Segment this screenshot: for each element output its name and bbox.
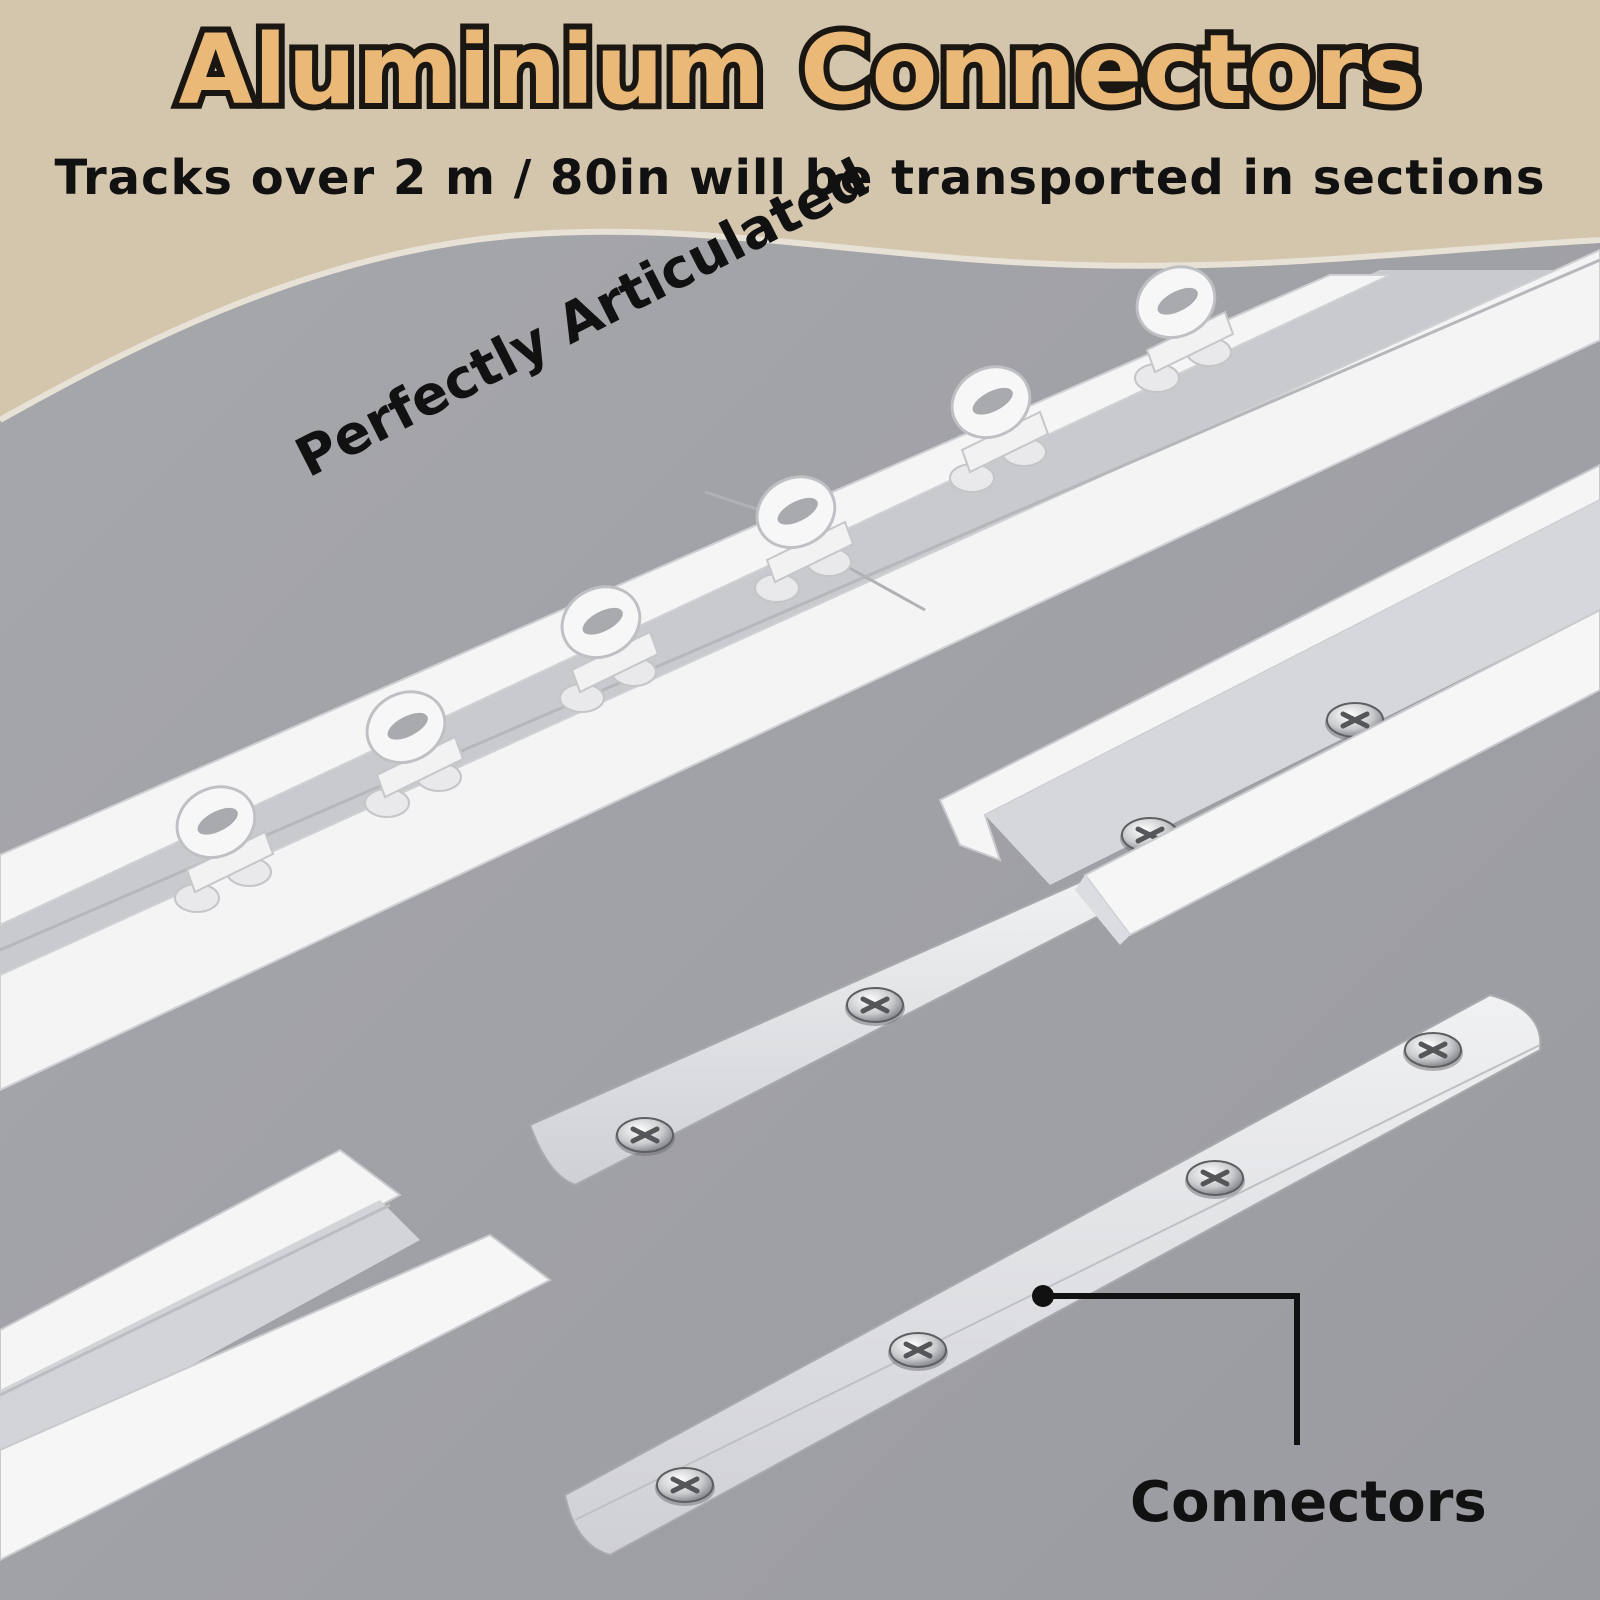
connectors-label: Connectors (1130, 1470, 1487, 1535)
screw (1403, 1033, 1463, 1071)
track-section-left (0, 1148, 552, 1562)
screw (845, 988, 905, 1026)
screw (655, 1468, 715, 1506)
connectors-leader-line (1032, 1285, 1300, 1445)
page-subtitle: Tracks over 2 m / 80in will be transport… (54, 150, 1546, 206)
page-title: Aluminium Connectors (173, 8, 1427, 132)
screw (888, 1333, 948, 1371)
screw (1185, 1161, 1245, 1199)
connector-plate (563, 993, 1542, 1557)
articulated-track (0, 248, 1600, 1092)
screw (615, 1118, 675, 1156)
track-section-right (528, 463, 1600, 1187)
